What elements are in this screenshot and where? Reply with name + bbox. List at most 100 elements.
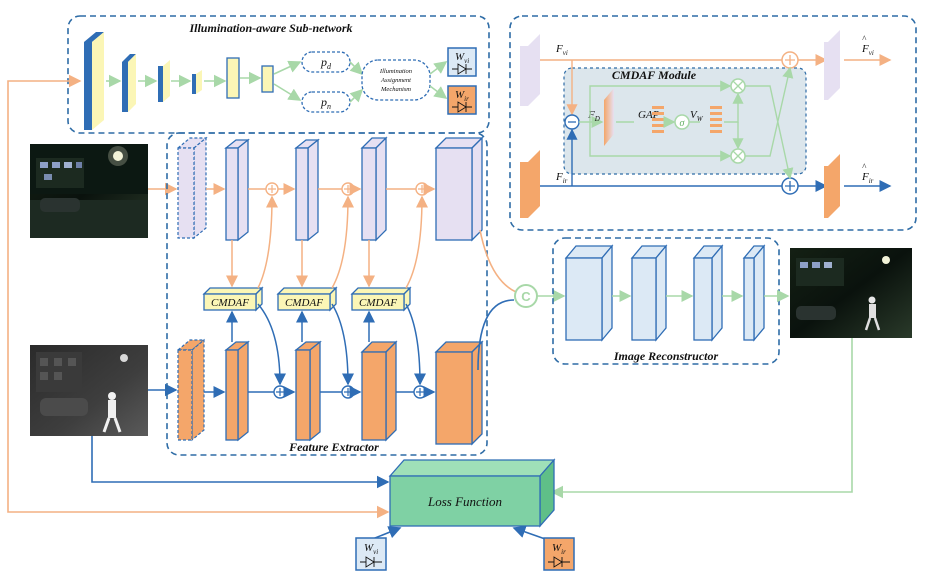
image-reconstructor-title: Image Reconstructor	[613, 349, 719, 363]
cmdaf-out-vi-sub: vi	[869, 49, 874, 57]
mechanism-line2: Assignment	[380, 77, 411, 84]
cmdaf-gap-bars	[652, 106, 664, 133]
illumination-conv-4	[192, 70, 202, 94]
svg-text:Wvi: Wvi	[455, 51, 469, 65]
weight-ir-sub: ir	[464, 95, 469, 103]
diode-icon	[548, 556, 570, 568]
image-reconstructor: Image Reconstructor	[552, 237, 780, 365]
illumination-fc-1	[226, 57, 240, 99]
svg-text:pd: pd	[320, 55, 332, 71]
cmdaf-fd-block	[604, 88, 614, 146]
weight-vi-sub: vi	[464, 57, 469, 65]
mechanism-line3: Mechanism	[380, 86, 411, 93]
infrared-input-image	[30, 345, 148, 436]
diode-icon	[452, 101, 472, 113]
vi-block-3	[360, 136, 388, 242]
ir-to-concat-line	[477, 299, 515, 371]
p-n-node	[301, 91, 351, 113]
cmdaf-out-vi-label: F	[861, 43, 869, 55]
illumination-subnetwork-border	[67, 15, 490, 134]
rec-block-3	[692, 244, 724, 342]
visible-input-image	[30, 144, 148, 238]
ir-block-4	[434, 340, 484, 446]
p-d-sub: d	[327, 62, 332, 71]
weight-ir-to-loss-line	[512, 525, 549, 541]
visible-to-loss-line	[7, 505, 390, 519]
loss-weight-ir-sub: ir	[561, 548, 566, 556]
feature-extractor-border	[166, 132, 488, 456]
illumination-subnetwork: Illumination-aware Sub-network	[67, 15, 490, 134]
loss-weight-vi-box: Wvi	[355, 537, 387, 571]
cmdaf-fd-label: F	[587, 109, 595, 121]
p-d-node	[301, 51, 351, 73]
cmdaf-fvi-sub: vi	[563, 49, 568, 57]
cmdaf-fir-sub: ir	[563, 177, 568, 185]
cmdaf-vw-label: V	[690, 109, 698, 121]
illumination-assignment-mechanism	[361, 59, 431, 101]
cmdaf-out-ir-label: F	[861, 171, 869, 183]
loss-function-block: Loss Function	[388, 458, 556, 528]
svg-text:Wir: Wir	[552, 542, 566, 556]
feature-extractor-title: Feature Extractor	[288, 440, 379, 454]
loss-function-title: Loss Function	[427, 494, 502, 509]
weight-ir-box: Wir	[447, 85, 477, 115]
concat-symbol: C	[521, 289, 531, 304]
cmdaf-module-title: CMDAF Module	[612, 68, 697, 82]
hat-accent-icon: ^	[862, 162, 867, 172]
cmdaf-module-detail: CMDAF Module Fvi Fir FD	[509, 15, 917, 231]
svg-text:Fvi: Fvi	[555, 43, 568, 57]
cmdaf-out-ir-sub: ir	[869, 177, 874, 185]
svg-text:pn: pn	[320, 95, 331, 111]
rec-block-2	[630, 244, 668, 342]
p-n-label: p	[320, 95, 327, 109]
cmdaf-label-2: CMDAF	[285, 297, 323, 309]
svg-text:Fvi: Fvi	[861, 43, 874, 57]
svg-text:Fir: Fir	[861, 171, 874, 185]
cmdaf-fd-sub: D	[594, 115, 600, 123]
cmdaf-fvi-label: F	[555, 43, 563, 55]
mechanism-line1: Illumination	[379, 68, 412, 75]
fused-output-image	[790, 248, 912, 338]
svg-text:Wvi: Wvi	[364, 542, 378, 556]
cmdaf-block-1: CMDAF	[202, 286, 264, 312]
p-n-sub: n	[327, 102, 331, 111]
vi-block-0	[176, 136, 208, 240]
visible-to-illumination-line	[7, 74, 82, 505]
cmdaf-fir-block	[520, 150, 540, 218]
cmdaf-out-ir-block	[824, 154, 840, 218]
ir-block-3	[360, 340, 398, 442]
diode-icon	[360, 556, 382, 568]
cmdaf-out-vi-block	[824, 30, 840, 100]
cmdaf-vw-sub: W	[697, 115, 704, 123]
rec-block-4	[742, 244, 766, 342]
weight-ir-label: W	[455, 89, 465, 101]
fused-to-loss-line	[550, 338, 853, 499]
cmdaf-label-1: CMDAF	[211, 297, 249, 309]
svg-text:FD: FD	[587, 109, 600, 123]
ir-block-1	[224, 340, 250, 442]
cmdaf-vw-bars	[710, 106, 722, 133]
illumination-subnetwork-title: Illumination-aware Sub-network	[188, 21, 352, 35]
vi-to-concat-line	[479, 229, 517, 293]
ir-block-2	[294, 340, 322, 442]
svg-text:VW: VW	[690, 109, 704, 123]
p-d-label: p	[320, 55, 327, 69]
vi-block-1	[224, 138, 250, 242]
rec-block-1	[564, 244, 614, 342]
ir-block-0	[176, 338, 206, 442]
illumination-fc-2	[261, 65, 274, 93]
feature-extractor: Feature Extractor	[166, 132, 488, 456]
svg-text:Fir: Fir	[555, 171, 568, 185]
loss-weight-vi-label: W	[364, 542, 374, 554]
weight-vi-label: W	[455, 51, 465, 63]
hat-accent-icon: ^	[862, 34, 867, 44]
cmdaf-block-3: CMDAF	[350, 286, 412, 312]
vi-block-4	[434, 136, 484, 242]
cmdaf-fir-label: F	[555, 171, 563, 183]
weight-vi-box: Wvi	[447, 47, 477, 77]
loss-weight-vi-sub: vi	[373, 548, 378, 556]
loss-weight-ir-label: W	[552, 542, 562, 554]
illumination-conv-1	[84, 32, 104, 130]
vi-block-2	[294, 138, 320, 242]
